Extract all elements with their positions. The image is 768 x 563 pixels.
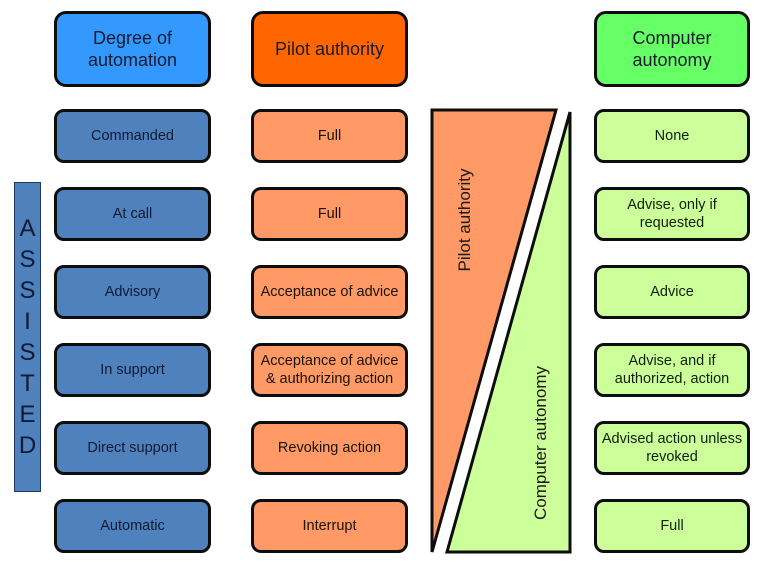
computer-cell: Advise, only if requested: [594, 187, 750, 241]
header-computer-label: Computer autonomy: [632, 27, 712, 71]
assisted-letter: E: [19, 401, 36, 428]
pilot-cell: Acceptance of advice: [251, 265, 408, 319]
computer-autonomy-wedge-label: Computer autonomy: [531, 365, 550, 520]
header-pilot-label: Pilot authority: [274, 38, 385, 59]
pilot-label: Full: [317, 127, 342, 144]
assisted-letter: D: [18, 432, 37, 459]
header-degree-label: Degree of automation: [87, 27, 178, 71]
assisted-letter: S: [19, 246, 36, 273]
degree-cell: Commanded: [54, 109, 211, 163]
degree-label: At call: [112, 205, 153, 222]
pilot-label: Acceptance of advice & authorizing actio…: [260, 352, 399, 387]
pilot-cell: Full: [251, 109, 408, 163]
pilot-cell: Acceptance of advice & authorizing actio…: [251, 343, 408, 397]
computer-label: Advise, only if requested: [627, 196, 717, 231]
degree-cell: Automatic: [54, 499, 211, 553]
degree-cell: Direct support: [54, 421, 211, 475]
assisted-letter: A: [19, 215, 36, 242]
computer-cell: Advised action unless revoked: [594, 421, 750, 475]
computer-label: Advice: [650, 283, 694, 300]
assisted-side-label: A S S I S T E D: [14, 182, 41, 492]
assisted-letter: T: [20, 370, 35, 397]
pilot-label: Interrupt: [302, 517, 357, 534]
computer-cell: None: [594, 109, 750, 163]
pilot-cell: Full: [251, 187, 408, 241]
assisted-letter: I: [24, 308, 31, 335]
degree-label: Commanded: [90, 127, 174, 144]
header-pilot-authority: Pilot authority: [251, 11, 408, 87]
degree-label: Automatic: [100, 517, 165, 534]
pilot-cell: Revoking action: [251, 421, 408, 475]
computer-cell: Advice: [594, 265, 750, 319]
degree-cell: At call: [54, 187, 211, 241]
header-computer-autonomy: Computer autonomy: [594, 11, 750, 87]
computer-label: None: [654, 127, 690, 144]
degree-label: Advisory: [104, 283, 161, 300]
header-degree-of-automation: Degree of automation: [54, 11, 211, 87]
degree-cell: Advisory: [54, 265, 211, 319]
pilot-label: Acceptance of advice: [260, 283, 399, 300]
pilot-label: Full: [317, 205, 342, 222]
pilot-cell: Interrupt: [251, 499, 408, 553]
degree-cell: In support: [54, 343, 211, 397]
degree-label: In support: [100, 361, 165, 378]
pilot-label: Revoking action: [277, 439, 382, 456]
computer-label: Full: [660, 517, 684, 534]
assisted-letter: S: [19, 277, 36, 304]
computer-cell: Full: [594, 499, 750, 553]
computer-autonomy-wedge: [445, 111, 572, 554]
degree-label: Direct support: [87, 439, 178, 456]
computer-label: Advised action unless revoked: [601, 430, 743, 465]
pilot-authority-wedge-label: Pilot authority: [455, 168, 474, 271]
computer-cell: Advise, and if authorized, action: [594, 343, 750, 397]
computer-label: Advise, and if authorized, action: [614, 352, 730, 387]
pilot-authority-wedge: [430, 108, 558, 553]
assisted-letter: S: [19, 339, 36, 366]
